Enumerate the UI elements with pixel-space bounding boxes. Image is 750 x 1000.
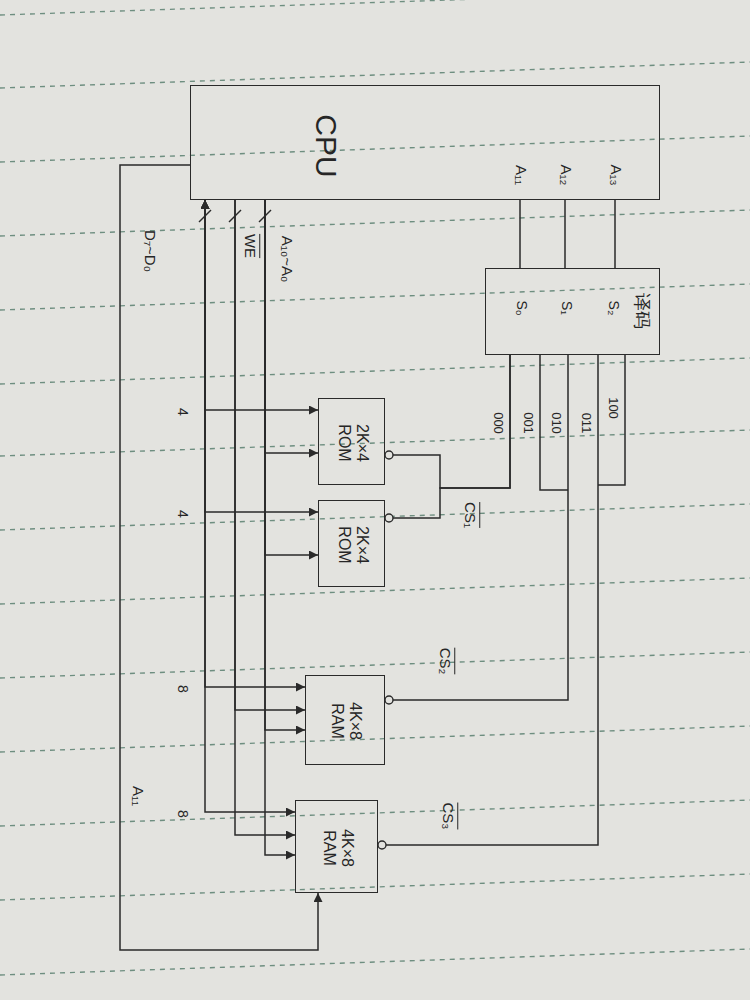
bus-width: 8 xyxy=(174,685,189,693)
wire xyxy=(120,165,318,950)
select-input-name: S₀ xyxy=(513,300,528,315)
wire xyxy=(564,200,566,268)
select-merge-wire xyxy=(598,355,625,485)
bus-width: 8 xyxy=(174,810,189,818)
decoder-box: 译码 S₂ S₁ S₀ xyxy=(485,268,660,355)
ram-chip: 4K×8 RAM xyxy=(305,675,385,765)
wire xyxy=(235,200,295,835)
wire xyxy=(205,200,318,512)
wire xyxy=(265,200,305,730)
rom-chip: 2K×4 ROM xyxy=(318,500,385,587)
wire xyxy=(614,200,616,268)
inversion-bubble xyxy=(385,514,393,522)
chip-label: 4K×8 RAM xyxy=(320,829,355,867)
decoder-output-code: 001 xyxy=(521,412,535,434)
pin-name: A₁₁ xyxy=(513,165,530,185)
decoder-output-code: 011 xyxy=(579,413,593,434)
wire xyxy=(385,355,568,700)
inversion-bubble xyxy=(385,696,393,704)
signal-name: A₁₁ xyxy=(130,786,147,806)
decoder-output-code: 000 xyxy=(491,412,505,434)
bus-width: 4 xyxy=(174,510,189,518)
wire xyxy=(205,200,318,410)
select-input-name: S₂ xyxy=(605,301,620,316)
rom-chip: 2K×4 ROM xyxy=(318,398,385,485)
signal-name: WE xyxy=(242,234,259,258)
chip-select-name: CS₃ xyxy=(440,803,457,830)
decoder-output-code: 010 xyxy=(549,412,563,434)
inversion-bubble xyxy=(385,451,393,459)
wire xyxy=(265,200,295,855)
chip-label: 4K×8 RAM xyxy=(328,702,363,740)
chip-label: 2K×4 ROM xyxy=(335,424,370,462)
bus-width: 4 xyxy=(174,408,189,416)
inversion-bubble xyxy=(378,841,386,849)
pin-name: A₁₃ xyxy=(608,164,625,185)
decoder-output-code: 100 xyxy=(606,397,620,419)
chip-select-name: CS₂ xyxy=(437,648,454,675)
pin-name: A₁₂ xyxy=(558,165,575,186)
cpu-box: CPU A₁₃ A₁₂ A₁₁ xyxy=(190,85,660,200)
cpu-label: CPU xyxy=(310,114,343,177)
ram-chip: 4K×8 RAM xyxy=(295,800,378,893)
select-merge-wire xyxy=(540,355,568,490)
wire xyxy=(378,355,598,845)
select-input-name: S₁ xyxy=(558,301,573,315)
wire xyxy=(385,355,510,518)
bus-name: D₇~D₀ xyxy=(142,230,159,272)
decoder-label: 译码 xyxy=(631,293,651,329)
wire xyxy=(205,200,295,812)
chip-select-name: CS₁ xyxy=(462,502,479,528)
wire xyxy=(519,200,521,268)
wire xyxy=(265,200,318,555)
wire xyxy=(205,200,305,687)
wire xyxy=(265,200,318,453)
chip-label: 2K×4 ROM xyxy=(335,526,370,564)
bus-name: A₁₀~A₀ xyxy=(279,236,296,282)
wire xyxy=(385,355,510,488)
wire xyxy=(235,200,305,710)
